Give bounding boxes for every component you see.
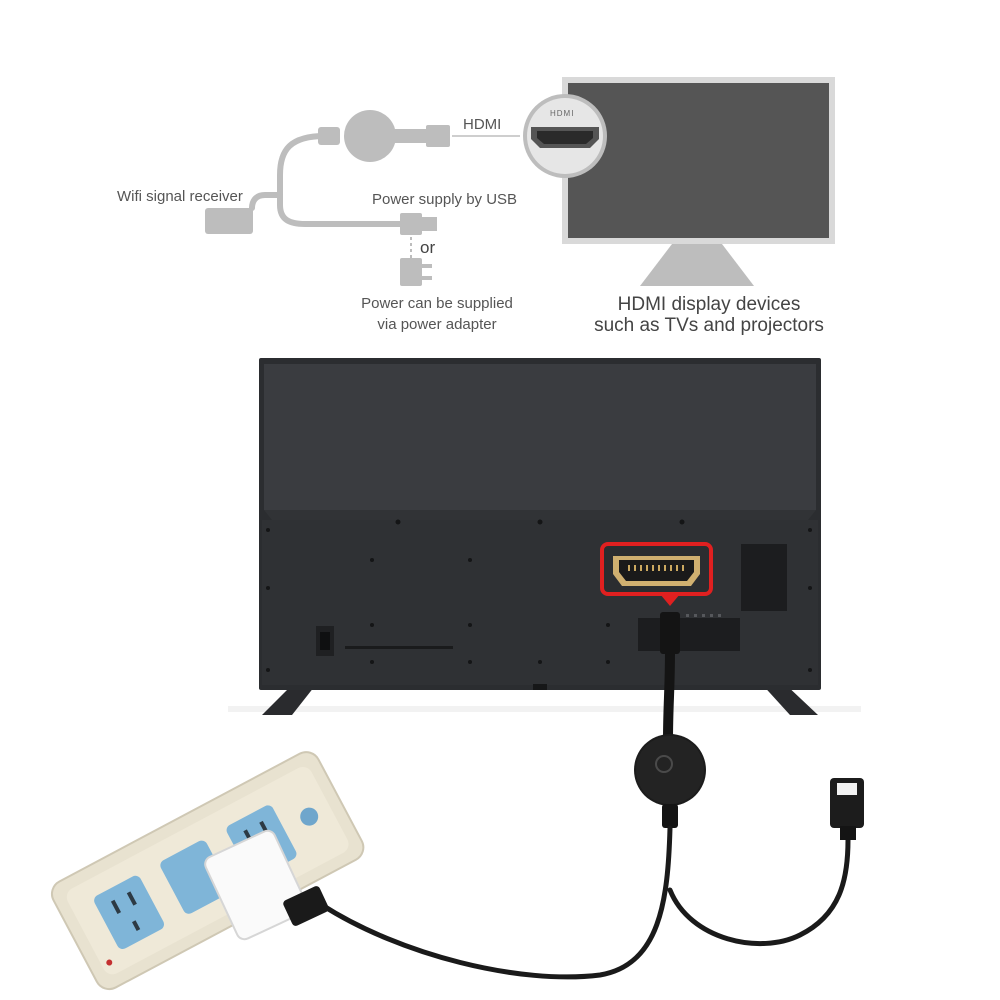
port-logo-text: HDMI <box>550 109 575 118</box>
power-adapter-label-line2: via power adapter <box>377 316 497 333</box>
usb-adapter-photo-icon <box>204 829 329 941</box>
power-cables-photo <box>319 825 851 980</box>
wifi-receiver-label: Wifi signal receiver <box>117 188 243 205</box>
usb-female-icon <box>205 208 253 234</box>
dongle-photo-icon <box>634 734 706 828</box>
usb-female-photo-icon <box>830 778 864 840</box>
hdmi-cable-photo <box>660 612 680 741</box>
power-adapter-label: Power can be supplied via power adapter <box>347 293 527 335</box>
hdmi-port-callout-icon <box>523 94 607 178</box>
display-devices-label-line2: such as TVs and projectors <box>594 315 824 336</box>
cable-ferrule-icon <box>318 127 340 145</box>
schematic-cables <box>249 133 405 227</box>
hdmi-label: HDMI <box>463 116 502 133</box>
dongle-schematic-icon <box>344 110 450 162</box>
display-devices-label: HDMI display devices such as TVs and pro… <box>573 294 845 336</box>
power-usb-label: Power supply by USB <box>372 191 518 208</box>
power-adapter-label-line1: Power can be supplied <box>361 295 513 312</box>
tv-back-illustration <box>228 358 861 715</box>
usb-plug-icon <box>400 213 437 235</box>
monitor-schematic-icon <box>562 77 835 286</box>
display-devices-label-line1: HDMI display devices <box>617 294 801 315</box>
hdmi-port-highlight-icon <box>600 542 713 606</box>
power-adapter-icon <box>400 258 432 286</box>
or-label: or <box>420 238 436 257</box>
